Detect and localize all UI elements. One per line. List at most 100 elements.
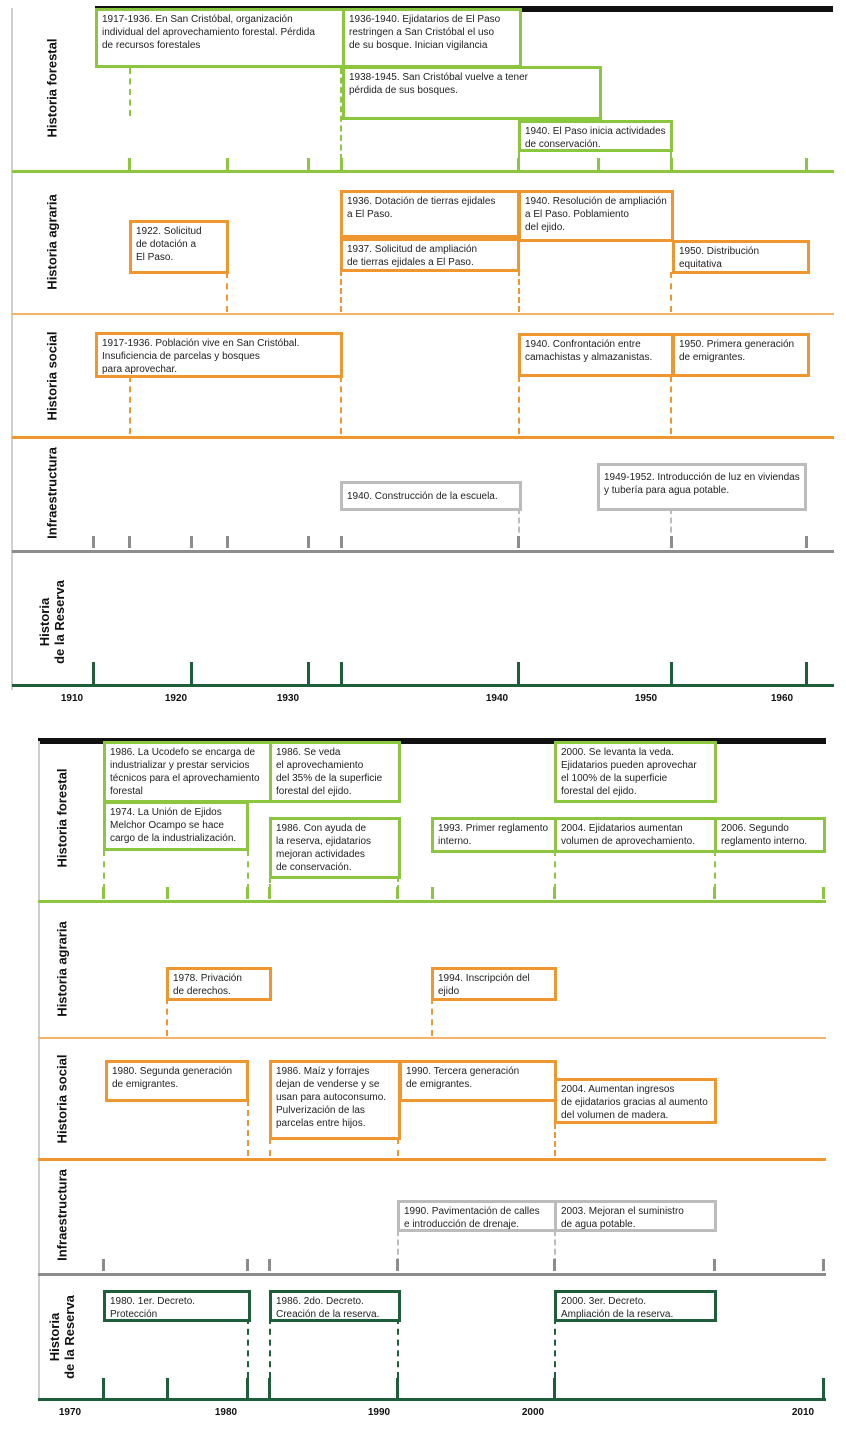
event-box: 1922. Solicitud de dotación a El Paso. [129,220,229,274]
tick [166,887,169,899]
event-box: 1990. Tercera generación de emigrantes. [399,1060,557,1102]
axis-year: 1940 [485,693,509,704]
tick [226,536,229,548]
event-box: 1917-1936. Población vive en San Cristób… [95,332,343,378]
connector [670,376,672,434]
connector [103,850,105,890]
lane-label-agraria: Historia agraria [44,194,60,290]
axis-year: 1930 [276,693,300,704]
tick [597,158,600,170]
tick [553,887,556,899]
lane-separator-social [12,436,834,439]
lane-label-reserva-line2: de la Reserva [62,1295,77,1379]
tick [246,1259,249,1271]
tick [340,158,343,170]
event-box: 1993. Primer reglamento interno. [431,817,557,853]
axis-year: 1950 [634,693,658,704]
tick [340,662,343,684]
lane-separator-infra [38,1273,826,1276]
lane-separator-infra [12,550,834,553]
axis-year: 1990 [367,1407,391,1418]
tick [190,536,193,548]
tick [822,1259,825,1271]
axis-year: 1960 [770,693,794,704]
axis-year: 1970 [58,1407,82,1418]
panel-left-border [11,8,13,690]
connector [518,508,520,542]
tick [553,1378,556,1398]
event-box: 1938-1945. San Cristóbal vuelve a tener … [342,66,602,120]
event-box: 1917-1936. En San Cristóbal, organizació… [95,8,345,68]
panel-left-border [38,741,40,1401]
lane-label-reserva: Historia de la Reserva [47,1295,77,1379]
event-box: 1940. Resolución de ampliación a El Paso… [518,190,674,242]
event-box: 1974. La Unión de Ejidos Melchor Ocampo … [103,801,249,851]
tick [307,662,310,684]
connector [714,850,716,890]
event-box: 1936. Dotación de tierras ejidales a El … [340,190,520,238]
event-box: 1990. Pavimentación de calles e introduc… [397,1200,557,1232]
tick [517,662,520,684]
axis-year: 1910 [60,693,84,704]
tick [517,158,520,170]
connector [340,270,342,312]
tick [822,887,825,899]
connector [518,376,520,434]
connector [129,68,131,116]
connector [554,1230,556,1264]
connector [397,1230,399,1264]
lane-label-social: Historia social [44,331,60,421]
event-box: 1986. Se veda el aprovechamiento del 35%… [269,741,401,803]
event-box: 2000. Se levanta la veda. Ejidatarios pu… [554,741,717,803]
tick [128,158,131,170]
lane-label-reserva-line2: de la Reserva [52,580,67,664]
tick [307,536,310,548]
connector [166,998,168,1036]
event-box: 1940. Confrontación entre camachistas y … [518,333,674,377]
tick [268,1259,271,1271]
lane-label-agraria: Historia agraria [54,921,70,1017]
connector [397,877,399,890]
event-box: 1936-1940. Ejidatarios de El Paso restri… [342,8,522,68]
connector [397,1138,399,1156]
tick [92,662,95,684]
connector [554,1318,556,1378]
connector [226,272,228,312]
tick [307,158,310,170]
connector [269,870,271,890]
lane-label-social: Historia social [54,1054,70,1144]
event-box: 1994. Inscripción del ejido al programa … [431,967,557,1001]
lane-separator-forestal [38,900,826,903]
lane-separator-forestal [12,170,834,173]
connector [670,508,672,542]
timeline-panel-1970-2010: Historia forestal Historia agraria Histo… [0,735,846,1430]
tick [102,1378,105,1398]
tick [713,1259,716,1271]
connector [247,1100,249,1156]
event-box: 1980. Segunda generación de emigrantes. [105,1060,249,1102]
lane-separator-agraria [12,313,834,315]
connector [554,1123,556,1156]
time-axis [12,684,834,687]
tick [268,1378,271,1398]
time-axis [38,1398,826,1401]
tick [246,1378,249,1398]
tick [396,1378,399,1398]
event-box: 2006. Segundo reglamento interno. [714,817,826,853]
tick [226,158,229,170]
tick [190,662,193,684]
event-box: 1940. El Paso inicia actividades de cons… [518,120,673,152]
lane-label-reserva-line1: Historia [37,597,52,647]
connector [670,272,672,312]
event-box: 1986. La Ucodefo se encarga de industria… [103,741,273,803]
event-box: 1986. Maíz y forrajes dejan de venderse … [269,1060,401,1140]
connector [247,1318,249,1378]
lane-label-infra: Infraestructura [44,447,60,539]
lane-separator-social [38,1158,826,1161]
event-box: 1940. Construcción de la escuela. [340,481,522,511]
tick [822,1378,825,1398]
event-box: 1980. 1er. Decreto. Protección de Zonas … [103,1290,251,1322]
tick [166,1378,169,1398]
tick [340,536,343,548]
connector [518,270,520,312]
